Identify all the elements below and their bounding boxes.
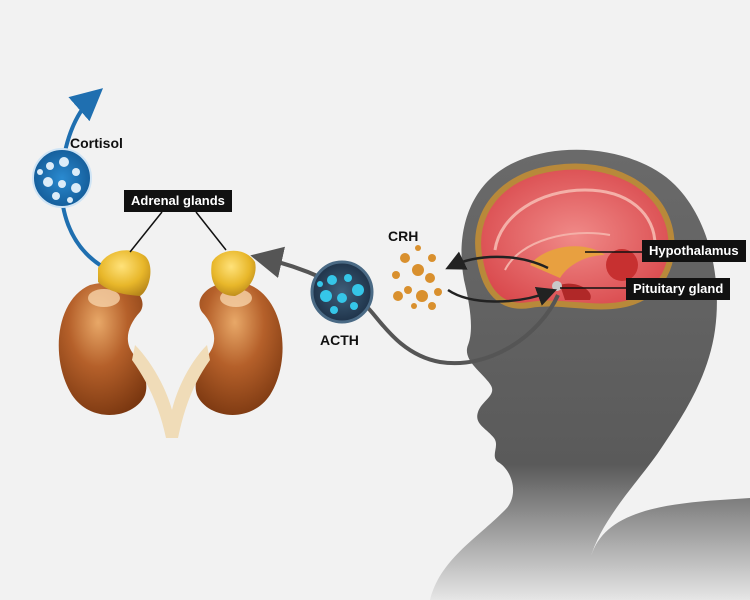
left-kidney bbox=[58, 282, 176, 438]
hypothalamus-label: Hypothalamus bbox=[642, 240, 746, 262]
right-kidney bbox=[168, 282, 283, 438]
cortisol-cell bbox=[32, 148, 92, 208]
crh-particles bbox=[392, 245, 442, 310]
acth-label: ACTH bbox=[320, 332, 359, 348]
cortisol-label: Cortisol bbox=[70, 135, 123, 151]
right-adrenal-gland bbox=[211, 250, 256, 296]
acth-cell bbox=[310, 260, 374, 324]
adrenal-glands-label: Adrenal glands bbox=[124, 190, 232, 212]
left-adrenal-gland bbox=[98, 250, 151, 296]
crh-label: CRH bbox=[388, 228, 419, 244]
pituitary-gland-label: Pituitary gland bbox=[626, 278, 731, 300]
